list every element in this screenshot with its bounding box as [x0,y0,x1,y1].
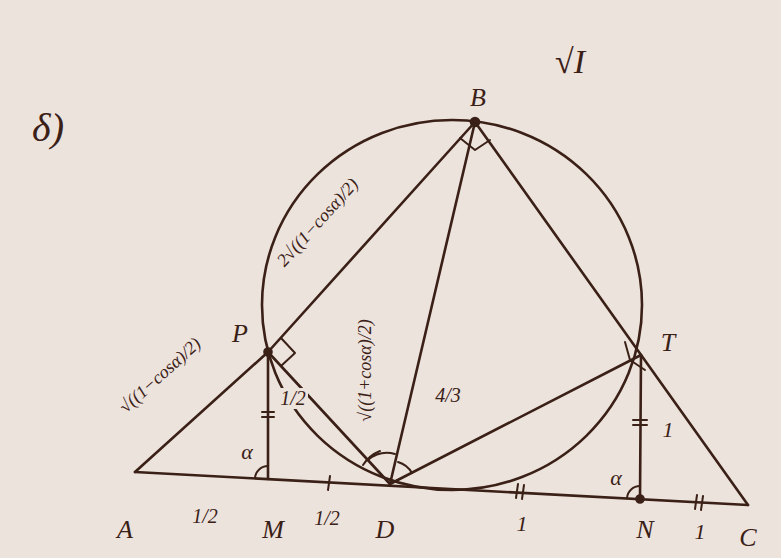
length-label: 1 [693,520,708,543]
segment-bd [390,122,475,484]
point-label: T [659,329,677,356]
tick-mark [516,484,524,499]
segment-tn [640,355,641,499]
length-label: 2√((1−cosα)/2) [272,173,363,271]
length-label: 4/3 [433,385,463,406]
length-label: 1 [515,512,530,535]
segment-dt [390,355,641,484]
figure-tag: δ) [30,107,66,149]
point-label: D [374,516,397,543]
right-angle-mark [625,342,645,370]
point-dot [637,496,644,503]
point-label: A [115,516,135,543]
problem-number: √I [553,44,587,80]
tick-mark [262,412,274,417]
segment-bc [475,122,748,505]
point-label: N [634,516,655,543]
tick-mark [695,495,703,510]
point-label: M [260,516,286,543]
angle-arc [363,451,380,465]
length-label: 1/2 [312,508,342,529]
angle-label: α [239,440,255,463]
base-line [135,472,748,505]
length-label: 1/2 [190,506,220,527]
length-label: √((1+cosα)/2) [356,317,375,423]
length-label: 1/2 [278,388,308,409]
right-angle-mark [281,338,295,366]
point-dot [265,349,272,356]
point-label: C [737,524,758,551]
tick-mark [633,420,647,425]
point-dot [471,118,479,126]
angle-arc [398,462,412,473]
length-label: 1 [661,418,676,441]
angle-arc [255,466,268,478]
point-label: P [230,320,250,347]
tick-mark [328,476,330,490]
length-label: √((1−cosα)/2) [114,332,206,417]
circle [262,120,642,490]
point-label: B [468,84,488,111]
right-angle-mark [460,138,490,150]
angle-label: α [608,466,624,489]
segment-pm [267,352,270,479]
